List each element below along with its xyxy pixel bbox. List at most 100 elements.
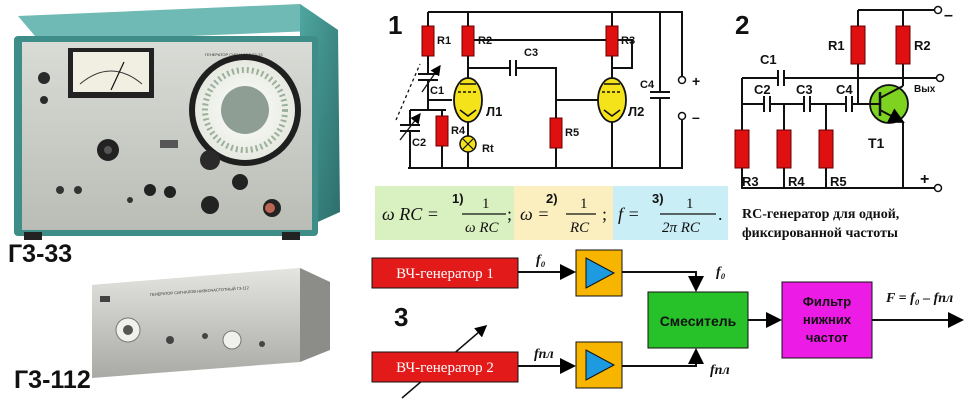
c3-label-fpl-out: fпл xyxy=(710,363,730,378)
formula-1-bot: ω RC xyxy=(465,220,500,236)
circuit-1 xyxy=(395,11,683,169)
terminal-1 xyxy=(56,186,64,194)
g3-33-panel-text: ГЕНЕРАТОР СИГНАЛОВ Г3-33 xyxy=(205,52,263,57)
c1-c2-arrow xyxy=(399,112,421,141)
c1-r3 xyxy=(605,25,619,57)
c2-t1-emitter xyxy=(879,108,905,123)
c3-mixer-label: Смеситель xyxy=(660,313,737,329)
meter-needle xyxy=(110,61,125,91)
c1-label-plus: + xyxy=(692,73,700,89)
c2-wire-r1-base xyxy=(857,64,870,105)
knob-left-1 xyxy=(38,72,50,84)
knob-level-1 xyxy=(144,184,156,196)
c2-terminal-minus xyxy=(933,5,943,15)
formula-1-num: 1) xyxy=(452,191,464,206)
c2-t1-collector xyxy=(879,85,904,99)
c1-label-minus: – xyxy=(692,109,700,125)
c2-r4 xyxy=(776,129,792,169)
c1-label-r4: R4 xyxy=(451,125,466,137)
c2-label-minus: – xyxy=(944,7,953,24)
c2-terminal-plus xyxy=(933,183,943,193)
terminal-3 xyxy=(127,197,133,203)
c3-number: 3 xyxy=(394,302,408,332)
c1-r5 xyxy=(549,117,563,149)
c1-c1-arrow xyxy=(421,64,441,93)
c2-label-c4: C4 xyxy=(836,82,853,97)
c1-wire-c3-right xyxy=(516,67,557,118)
g3-112-main-knob-cap xyxy=(123,325,133,335)
g3-112-knob-small xyxy=(166,336,174,344)
dial-scale xyxy=(202,67,288,153)
knob-left-2 xyxy=(40,96,48,104)
c3-label-fpl-in: fпл xyxy=(534,347,554,362)
c3-label-f0-out: f₀ xyxy=(716,265,726,280)
formula-2-lhs: ω = xyxy=(520,204,549,224)
c3-filter-block xyxy=(781,281,873,359)
g3-33-title: Г3-33 xyxy=(8,240,72,268)
circuit-2-components xyxy=(734,5,945,193)
c2-label-r5: R5 xyxy=(830,174,847,189)
c3-mixer-block xyxy=(647,291,749,349)
g3-112-title: Г3-112 xyxy=(14,366,91,394)
c2-label-c1: C1 xyxy=(760,52,777,67)
g3-112-level-knob xyxy=(222,330,242,350)
c1-label-c1: C1 xyxy=(430,85,444,97)
formula-3-top: 1 xyxy=(686,196,694,212)
circuit-1-labels: 1 R1 R2 R3 R4 R5 C1 C2 C3 C4 Л1 Л2 Rt + … xyxy=(388,10,700,155)
c1-label-r5: R5 xyxy=(565,127,579,139)
c1-top-rail xyxy=(428,11,683,76)
c3-gen1-block xyxy=(371,257,519,289)
g3-33-foot-right xyxy=(282,232,300,240)
c3-result-formula: F = f₀ – fпл xyxy=(885,291,953,306)
c2-terminal-out xyxy=(935,73,945,83)
c1-gang-line xyxy=(395,63,421,121)
c1-r4 xyxy=(435,115,449,147)
c2-caption-line2: фиксированной частоты xyxy=(742,226,898,241)
c2-label-plus: + xyxy=(920,171,929,188)
c3-filter-line3: частот xyxy=(806,330,848,345)
c2-r5 xyxy=(818,129,834,169)
c2-label-c2: C2 xyxy=(754,82,771,97)
formula-2-num: 2) xyxy=(546,191,558,206)
c3-label-f0-in: f₀ xyxy=(536,253,546,268)
c2-label-r2: R2 xyxy=(914,38,931,53)
knob-level-2 xyxy=(164,186,176,198)
c1-wire-feedback xyxy=(470,39,633,69)
meter-face xyxy=(73,52,149,92)
g3-33-device: ГЕНЕРАТОР СИГНАЛОВ Г3-33 xyxy=(14,4,340,240)
c2-label-out: Вых xyxy=(914,84,936,95)
c3-wire-amp2-mixer xyxy=(622,348,704,367)
knob-attenuator xyxy=(201,196,219,214)
formula-1-sep: ; xyxy=(507,204,512,224)
c2-r3 xyxy=(734,129,750,169)
terminal-2 xyxy=(74,186,82,194)
c2-number: 2 xyxy=(735,10,749,40)
dial-knob xyxy=(200,150,220,170)
g3-112-front xyxy=(92,268,300,378)
c3-filter-line2: нижних xyxy=(803,312,852,327)
c1-label-r2: R2 xyxy=(478,35,492,47)
c1-terminal-minus xyxy=(677,111,687,121)
c3-amp1-triangle xyxy=(585,257,616,289)
c3-wire-amp1-mixer xyxy=(622,271,704,292)
circuit-3: ВЧ-генератор 1 ВЧ-генератор 2 Смеситель … xyxy=(371,249,964,399)
g3-112-switch xyxy=(100,296,110,302)
g3-112-side xyxy=(300,268,330,362)
g3-112-device: ГЕНЕРАТОР СИГНАЛОВ НИЗКОЧАСТОТНЫЙ Г3-112 xyxy=(92,268,330,378)
c3-gen2-block xyxy=(371,351,519,383)
c1-label-c3: C3 xyxy=(524,47,538,59)
c1-bottom-rail xyxy=(408,120,683,169)
formulas: 1) ω RC = 1 ω RC ; 2) ω = 1 RC ; 3) f = … xyxy=(375,186,728,240)
knob-output xyxy=(232,174,248,190)
c1-r2 xyxy=(461,25,475,57)
c3-gen1-label: ВЧ-генератор 1 xyxy=(396,266,494,282)
formula-1-top: 1 xyxy=(482,196,490,212)
formula-3-bot: 2π RC xyxy=(662,220,701,236)
c1-terminal-plus xyxy=(677,75,687,85)
formula-3-num: 3) xyxy=(652,191,664,206)
formula-2-bg xyxy=(514,186,613,240)
circuit-1-components xyxy=(421,25,687,153)
c1-label-r3: R3 xyxy=(621,35,635,47)
formula-2-bot: RC xyxy=(569,220,590,236)
